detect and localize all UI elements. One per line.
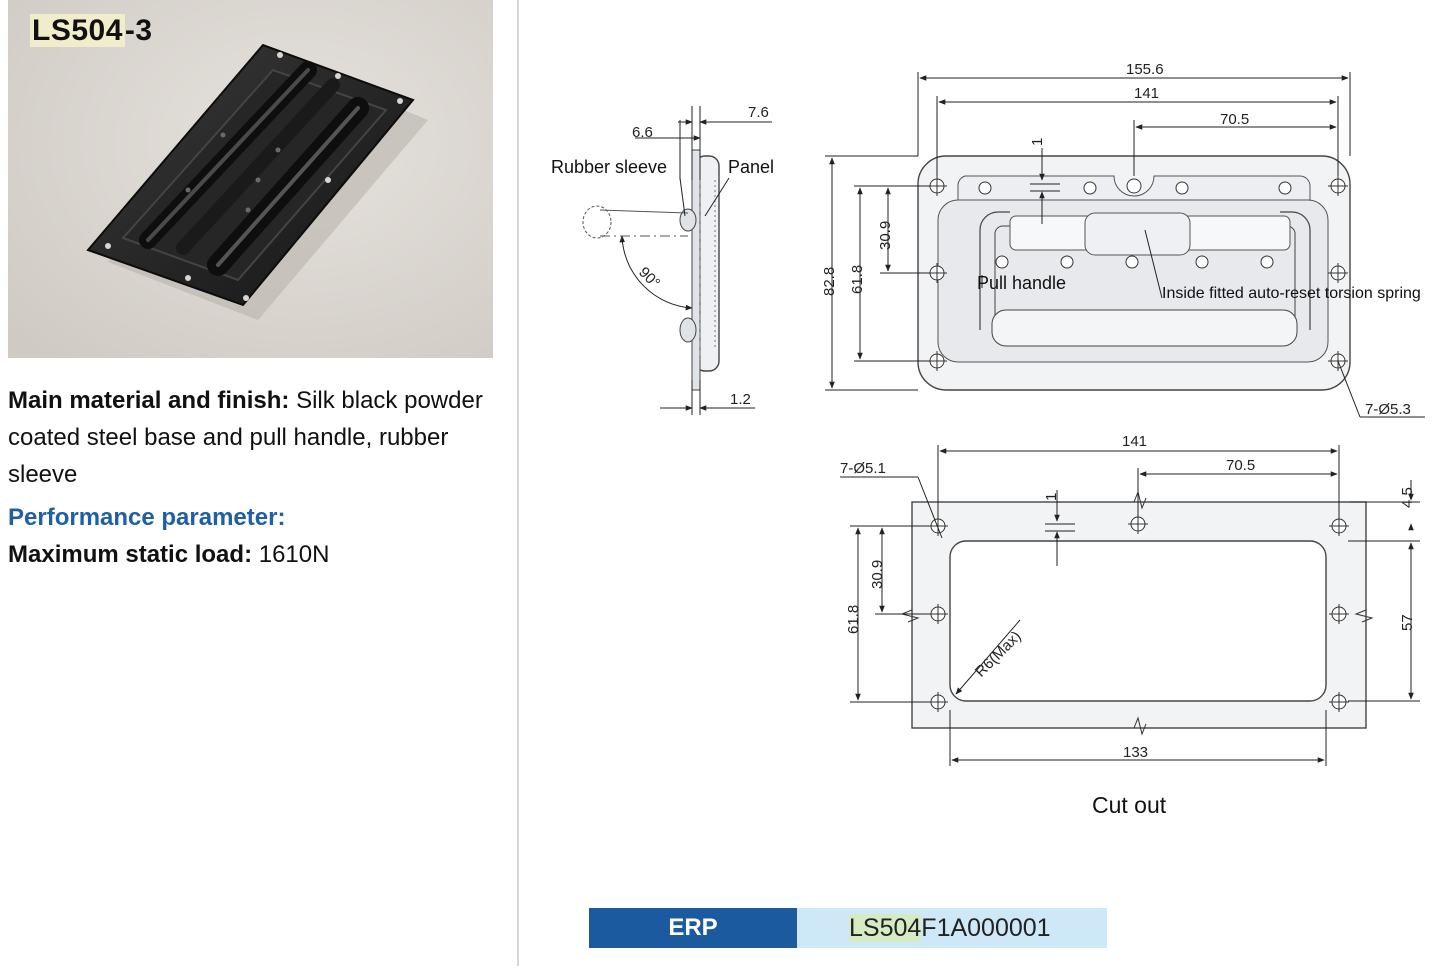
cutout-hole-span: 141 [1122, 433, 1147, 450]
column-divider [517, 0, 519, 966]
front-half-span: 70.5 [1220, 111, 1249, 128]
panel-label: Panel [728, 157, 774, 177]
cutout-hole-callout: 7-Ø5.1 [840, 460, 886, 477]
erp-code-rest: F1A000001 [921, 914, 1051, 942]
model-suffix: -3 [124, 14, 153, 47]
cutout-half-height: 30.9 [869, 560, 886, 589]
front-half-height: 30.9 [877, 221, 894, 250]
front-hole-span: 141 [1134, 85, 1159, 102]
side-dim-bottom: 1.2 [730, 391, 751, 408]
erp-code: LS504F1A000001 [797, 908, 1107, 948]
product-model-label: LS504-3 [30, 14, 153, 48]
product-photo: LS504-3 [8, 0, 493, 358]
performance-title: Performance parameter: [8, 504, 286, 531]
cutout-offset: 1 [1043, 493, 1060, 501]
side-angle: 90° [635, 264, 663, 292]
erp-code-highlight: LS504 [849, 914, 922, 942]
model-highlight: LS504 [30, 14, 125, 47]
side-dim-mid: 6.6 [632, 124, 653, 141]
static-load: Maximum static load: 1610N [8, 541, 329, 569]
technical-drawings: 7.6 6.6 1.2 90° Rubber sleeve Panel 155.… [540, 30, 1443, 790]
cutout-opening-width: 133 [1123, 744, 1148, 761]
cutout-hole-height: 61.8 [845, 605, 862, 634]
load-value: 1610N [258, 541, 330, 568]
handle-photo-illustration [8, 0, 493, 358]
rubber-sleeve-label: Rubber sleeve [551, 157, 667, 177]
cutout-half-span: 70.5 [1226, 457, 1255, 474]
front-view [825, 72, 1425, 418]
drawing-canvas: 7.6 6.6 1.2 90° Rubber sleeve Panel 155.… [551, 61, 1425, 766]
material-text: Silk black powder coated steel base and … [8, 387, 483, 488]
cutout-caption: Cut out [1092, 792, 1167, 818]
cutout-view [840, 445, 1420, 766]
pull-handle-label: Pull handle [977, 273, 1066, 293]
front-hole-callout: 7-Ø5.3 [1365, 401, 1411, 418]
front-offset: 1 [1029, 138, 1046, 146]
front-overall-height: 82.8 [821, 267, 838, 296]
left-column: LS504-3 Main material and finish: Silk b… [0, 0, 500, 978]
material-description: Main material and finish: Silk black pow… [8, 382, 498, 493]
erp-label: ERP [589, 908, 797, 948]
side-view-labels: 7.6 6.6 1.2 90° Rubber sleeve Panel [551, 104, 774, 408]
load-label: Maximum static load: [8, 541, 253, 568]
cutout-top-margin: 4.5 [1399, 487, 1416, 508]
front-overall-width: 155.6 [1126, 61, 1164, 78]
side-view [582, 106, 772, 415]
side-dim-top: 7.6 [748, 104, 769, 121]
front-view-labels: 155.6 141 70.5 1 82.8 61.8 30.9 Pull han… [821, 61, 1421, 418]
cutout-opening-height: 57 [1399, 614, 1416, 631]
torsion-spring-label: Inside fitted auto-reset torsion spring [1162, 285, 1421, 302]
material-label: Main material and finish: [8, 387, 290, 414]
front-hole-height: 61.8 [849, 265, 866, 294]
